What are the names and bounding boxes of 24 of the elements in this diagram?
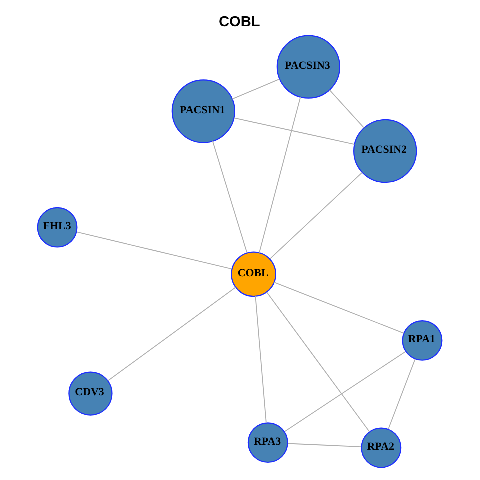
node-circle: FHL3 [37,207,78,248]
connector [274,282,404,334]
connector [259,96,302,254]
connector [108,287,236,382]
connector [288,443,362,448]
node-circle: RPA3 [248,422,288,464]
connector [255,296,267,424]
node-circle: PACSIN3 [276,35,341,99]
node-circle: PACSIN1 [172,80,236,144]
connector [266,292,370,432]
node-circle: RPA2 [361,428,402,468]
node-circle: CDV3 [68,372,113,416]
connector [76,232,232,270]
connector [234,118,356,145]
connector [284,351,406,432]
diagram-title: COBL [219,14,260,31]
connector [388,359,416,430]
connector [212,140,248,254]
node-circle: COBL [231,252,276,298]
node-circle: RPA1 [402,320,443,361]
connector [329,90,364,128]
connector [232,78,280,100]
connector [270,172,363,260]
node-circle: PACSIN2 [354,119,418,184]
